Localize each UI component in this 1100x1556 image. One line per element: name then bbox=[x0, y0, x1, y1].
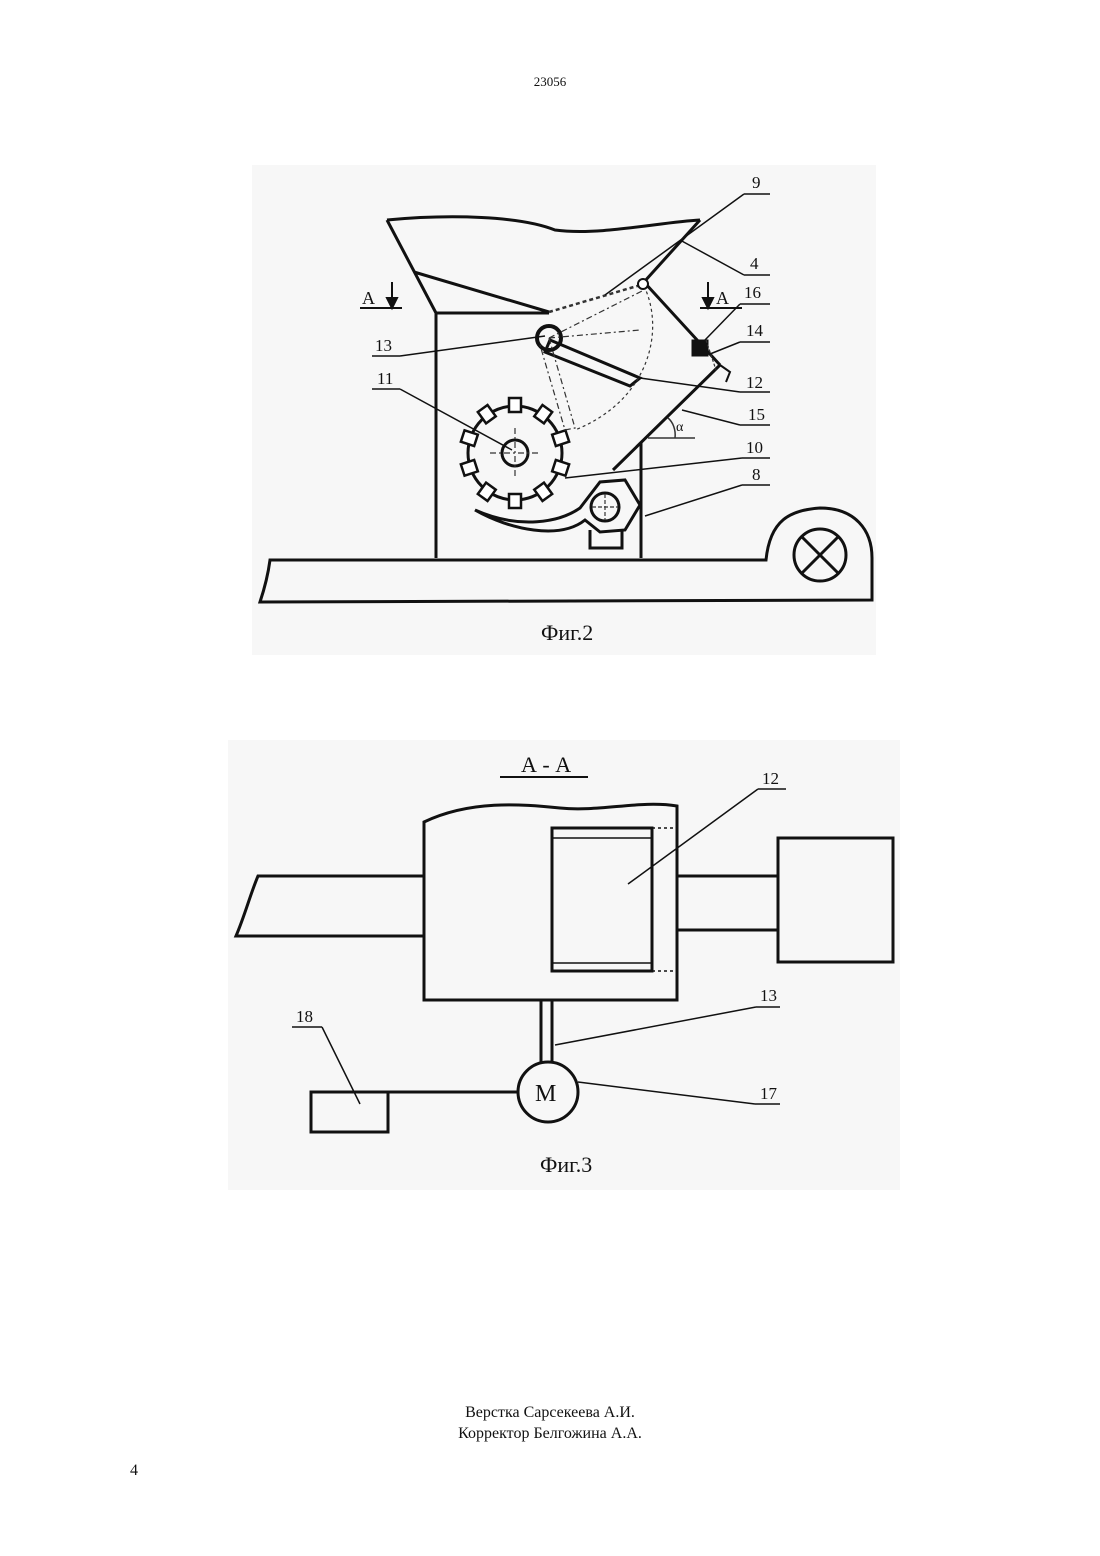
figure3-caption: Фиг.3 bbox=[540, 1152, 592, 1177]
label-12: 12 bbox=[746, 373, 763, 392]
label-f3-18: 18 bbox=[296, 1007, 313, 1026]
section-mark-left: А bbox=[362, 288, 375, 308]
figure2-caption: Фиг.2 bbox=[541, 620, 593, 645]
credits: Верстка Сарсекеева А.И. Корректор Белгож… bbox=[0, 1402, 1100, 1444]
motor-letter: М bbox=[535, 1081, 556, 1107]
label-f3-12: 12 bbox=[762, 769, 779, 788]
page-number: 4 bbox=[130, 1462, 138, 1480]
label-15: 15 bbox=[748, 405, 765, 424]
label-9: 9 bbox=[752, 173, 761, 192]
label-f3-13: 13 bbox=[760, 986, 777, 1005]
label-8: 8 bbox=[752, 465, 761, 484]
angle-alpha-label: α bbox=[676, 420, 684, 435]
label-4: 4 bbox=[750, 254, 759, 273]
label-14: 14 bbox=[746, 321, 764, 340]
sensor-block bbox=[693, 341, 707, 355]
figure2-background bbox=[252, 165, 876, 655]
section-mark-right: А bbox=[716, 288, 729, 308]
label-13: 13 bbox=[375, 336, 392, 355]
label-f3-17: 17 bbox=[760, 1084, 778, 1103]
label-11: 11 bbox=[377, 369, 393, 388]
layout-credit: Верстка Сарсекеева А.И. bbox=[0, 1402, 1100, 1423]
proofreader-credit: Корректор Белгожина А.А. bbox=[0, 1423, 1100, 1444]
label-16: 16 bbox=[744, 283, 761, 302]
label-10: 10 bbox=[746, 438, 763, 457]
section-title: А - А bbox=[521, 752, 571, 777]
flap-pivot-point bbox=[638, 279, 648, 289]
